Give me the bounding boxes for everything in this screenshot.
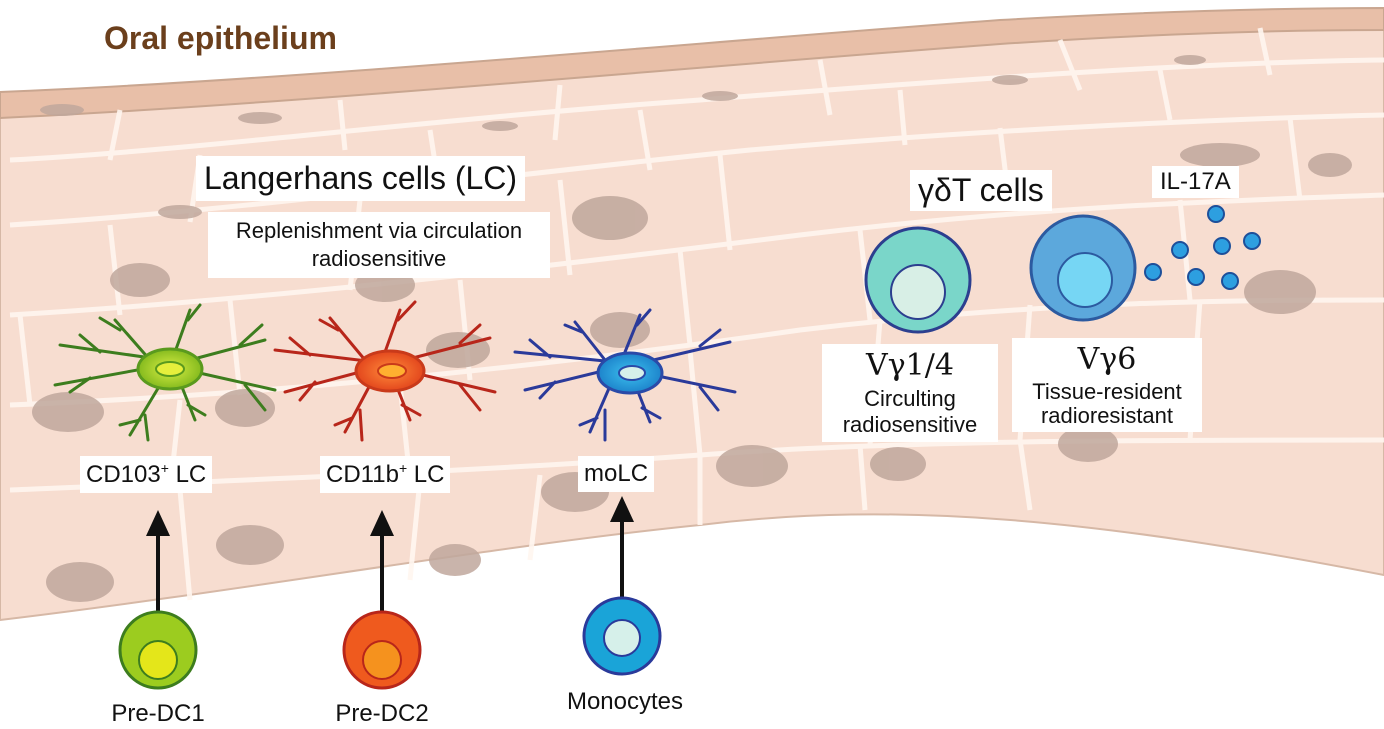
precursor-label-pre-dc1: Pre-DC1 — [111, 700, 205, 727]
lc-type-base: CD11b — [326, 461, 399, 488]
precursor-label-monocytes: Monocytes — [566, 688, 684, 715]
lc-type-label-cd11b: CD11b+ LC — [320, 456, 451, 493]
vg6-line1: Tissue-resident — [1032, 379, 1182, 404]
diagram-title: Oral epithelium — [104, 20, 337, 56]
vg14-line1: Circulting — [864, 386, 956, 411]
gdt-heading: γδT cells — [910, 170, 1052, 211]
il17a-molecules — [1144, 205, 1261, 290]
lc-note: Replenishment via circulation radiosensi… — [208, 212, 550, 278]
pre-dc2-cell — [342, 610, 422, 690]
il17a-label: IL-17A — [1152, 166, 1239, 198]
lc-type-base: moLC — [584, 460, 649, 487]
lc-type-sup: + — [398, 460, 408, 476]
molc-cell — [513, 308, 737, 442]
lc-note-line1: Replenishment via circulation — [235, 218, 523, 243]
lc-heading: Langerhans cells (LC) — [196, 156, 526, 201]
vg14-name: Vγ1/4 — [866, 348, 954, 383]
lc-cd11b-cell — [273, 300, 497, 442]
vg6-label: Vγ6 Tissue-resident radioresistant — [1012, 338, 1202, 432]
recruitment-arrows — [146, 496, 634, 612]
pre-dc1-cell — [118, 610, 198, 690]
keratin-layer — [0, 6, 1384, 120]
lc-type-suffix: LC — [407, 461, 445, 488]
vg14-cell — [864, 226, 972, 334]
vg6-line2: radioresistant — [1040, 403, 1174, 428]
lc-type-sup: + — [160, 460, 169, 476]
precursor-label-pre-dc2: Pre-DC2 — [335, 700, 429, 727]
monocyte-cell — [582, 596, 662, 676]
vg14-label: Vγ1/4 Circulting radiosensitive — [822, 344, 998, 442]
vg6-name: Vγ6 — [1077, 342, 1137, 377]
lc-type-suffix: LC — [168, 461, 207, 488]
lc-note-line2: radiosensitive — [311, 246, 447, 271]
epithelial-nuclei — [32, 55, 1352, 602]
lc-type-label-cd103: CD103+ LC — [80, 456, 213, 493]
lc-type-base: CD103 — [86, 461, 161, 488]
lc-type-label-molc: moLC — [578, 456, 655, 492]
lc-cd103-cell — [53, 303, 277, 442]
vg6-cell — [1029, 214, 1137, 322]
vg14-line2: radiosensitive — [842, 412, 978, 437]
